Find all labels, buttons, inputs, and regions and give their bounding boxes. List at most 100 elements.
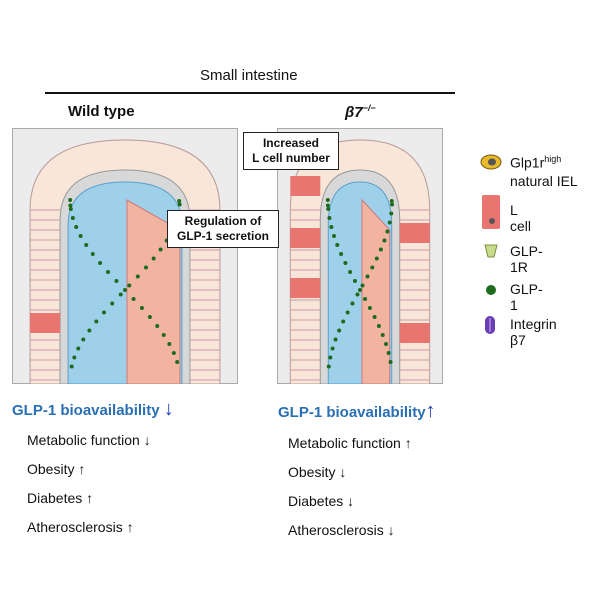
l-cell [290, 176, 321, 196]
glp1-dot [358, 288, 362, 292]
glp1-dot [135, 274, 140, 279]
glp1-dot [78, 234, 83, 238]
title-divider [45, 92, 455, 94]
glp1-dot [365, 274, 370, 279]
effect-arrow-icon: ↓ [339, 464, 347, 480]
glp1-dot [147, 315, 152, 319]
glp1-dot [386, 351, 391, 355]
legend-item-glp1: GLP-1 [510, 281, 543, 313]
glp1-dot [171, 351, 176, 355]
effect-arrow-icon: ↑ [126, 519, 134, 535]
effect-label: Obesity [27, 461, 75, 477]
glp1-dot [376, 324, 381, 328]
glp1-dot [102, 310, 107, 315]
glp1-dot [331, 234, 336, 238]
glp1-dot [389, 199, 394, 203]
glp1-dot [69, 364, 74, 369]
glp1-dot [123, 288, 127, 292]
glp1-dot [81, 337, 86, 342]
integrin-icon [485, 316, 495, 334]
glp1-dot [363, 297, 368, 301]
glp1-dot [370, 265, 375, 270]
glp1-dot [68, 198, 73, 202]
glp1-dot [360, 283, 365, 288]
glp1-dot [372, 315, 377, 319]
glp1-dot [367, 306, 372, 310]
l-cell [290, 228, 321, 248]
glp1r-icon [484, 244, 498, 258]
label-main: β7 [345, 104, 363, 121]
effect-item: Diabetes ↓ [288, 493, 354, 509]
glp1-dot [76, 346, 81, 351]
glp1-dot [388, 360, 393, 364]
effect-arrow-icon: ↑ [86, 490, 94, 506]
l-cell [399, 223, 430, 243]
bio-label: GLP-1 bioavailability [12, 402, 160, 419]
glp1-dot [348, 270, 353, 274]
villus-beta7-ko [277, 128, 443, 384]
glp1-dot [72, 355, 77, 360]
effect-label: Diabetes [27, 490, 83, 506]
l-cell [290, 278, 321, 298]
glp1-dot [143, 265, 148, 270]
glp1-dot [378, 247, 383, 252]
glp1-dot [84, 243, 89, 247]
effect-arrow-icon: ↑ [404, 435, 412, 451]
effect-item: Atherosclerosis ↓ [288, 522, 395, 538]
arrow-down-icon: ↓ [163, 398, 174, 420]
arrow-up-icon: ↑ [425, 400, 436, 422]
glp1-dot [343, 261, 348, 265]
effect-label: Diabetes [288, 493, 344, 509]
glp1-dot [387, 220, 392, 225]
glp1-dot [68, 203, 73, 208]
glp1-dot [155, 324, 160, 328]
glp1-dot [341, 319, 346, 324]
glp1-dot [385, 229, 390, 234]
legend-item-l-cell: L cell [510, 202, 532, 234]
glp1-dot [328, 355, 333, 360]
legend-label: Glp1r [510, 154, 545, 171]
effect-item: Obesity ↓ [288, 464, 346, 480]
glp1-dot [94, 319, 99, 324]
effect-arrow-icon: ↓ [387, 522, 395, 538]
legend-item-integrin: Integrin β7 [510, 316, 557, 348]
callout-line: GLP-1 secretion [176, 229, 270, 243]
glp1-dot [127, 283, 132, 288]
glp1-dot [118, 292, 123, 297]
glp1-dot [177, 199, 182, 203]
glp1-dot [161, 333, 166, 337]
glp1-dot [339, 252, 344, 256]
glp1-dot [327, 216, 332, 220]
effect-arrow-icon: ↑ [78, 461, 86, 477]
effect-item: Metabolic function ↑ [288, 435, 412, 451]
bio-label: GLP-1 bioavailability [278, 404, 426, 421]
glp1-dot [335, 243, 340, 247]
effect-arrow-icon: ↓ [347, 493, 355, 509]
bioavailability-right: GLP-1 bioavailability↑ [278, 400, 436, 423]
glp1-dot [330, 346, 335, 351]
effect-arrow-icon: ↓ [143, 432, 151, 448]
glp1-dot [131, 297, 136, 301]
glp1-icon [486, 285, 496, 295]
glp1-dot [158, 247, 163, 252]
glp1-dot [90, 252, 95, 256]
l-cell [30, 313, 61, 333]
callout-line: Regulation of [184, 214, 262, 228]
glp1-dot [151, 256, 156, 261]
glp1-dot [333, 337, 338, 342]
effect-label: Metabolic function [27, 432, 140, 448]
effect-item: Diabetes ↑ [27, 490, 93, 506]
callout-line: L cell number [252, 151, 330, 165]
blood-vessel [361, 198, 391, 384]
callout-increased-l-cell: Increased L cell number [243, 132, 339, 170]
effect-label: Atherosclerosis [27, 519, 123, 535]
glp1-dot [329, 225, 334, 229]
l-cell-icon [482, 195, 500, 229]
panel-label-beta7-ko: β7−/− [345, 103, 376, 121]
glp1-dot [380, 333, 385, 337]
callout-regulation: Regulation of GLP-1 secretion [167, 210, 279, 248]
l-cell [399, 323, 430, 343]
label-sup: −/− [362, 103, 376, 113]
glp1-dot [326, 364, 331, 369]
glp1-dot [355, 292, 360, 297]
